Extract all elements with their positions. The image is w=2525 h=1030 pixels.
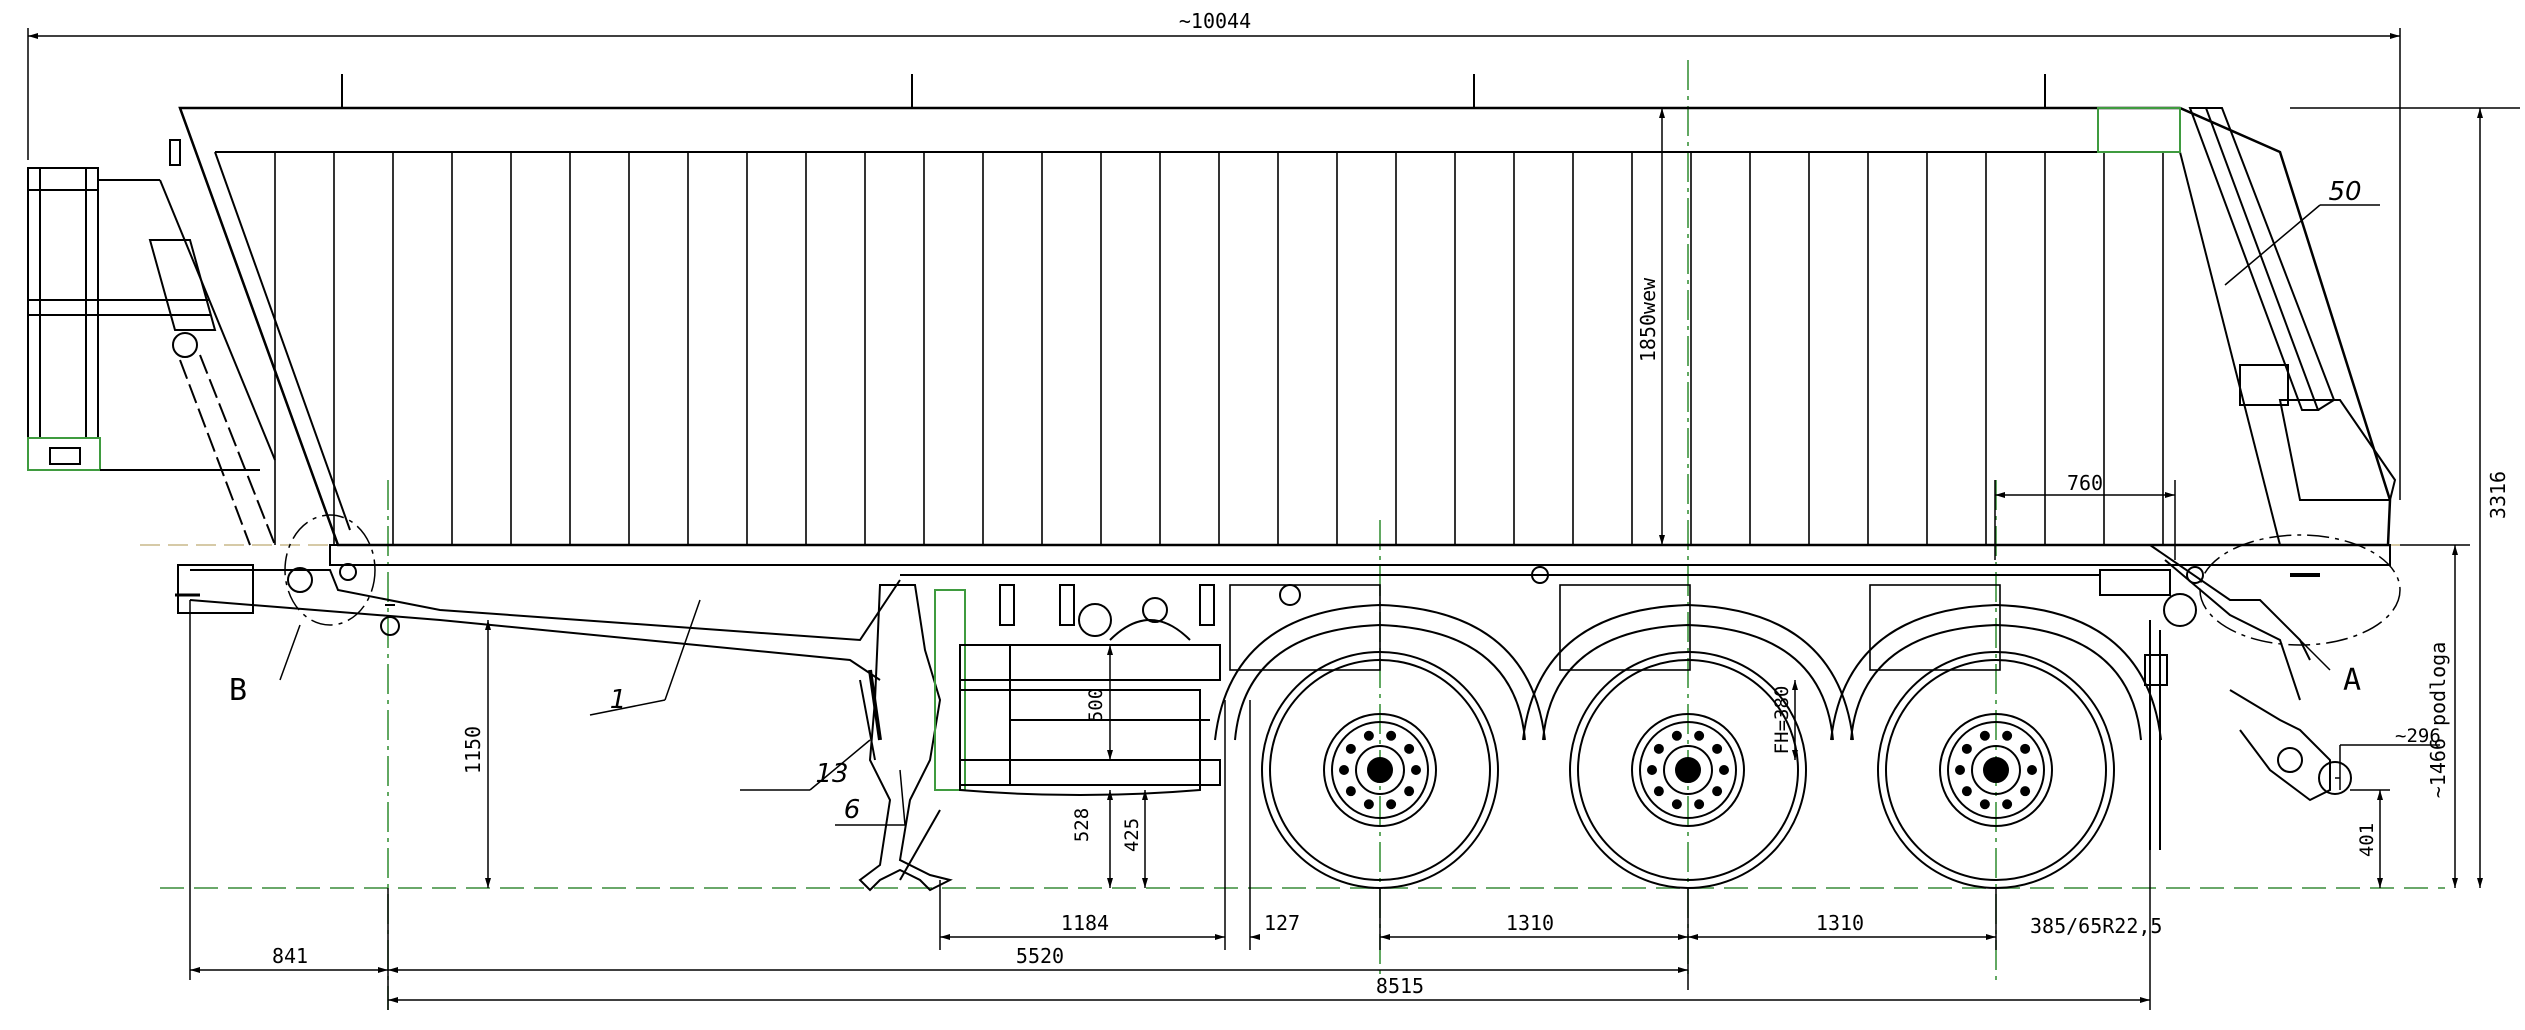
dim-fh: FH=380: [1771, 686, 1793, 755]
dim-inner-height: 1850wew: [1636, 277, 1660, 362]
callout-B: B: [229, 673, 247, 708]
dim-127: 127: [1264, 911, 1300, 935]
callout-A: A: [2343, 663, 2361, 698]
front-platform: [27, 139, 276, 546]
callout-leaders: [279, 204, 2380, 826]
callout-50: 50: [2328, 177, 2361, 207]
dim-axle-1: 1310: [1506, 911, 1554, 935]
dim-841: 841: [272, 944, 308, 968]
dim-1184: 1184: [1061, 911, 1109, 935]
tipper-body: [178, 74, 2397, 566]
wheel-set: [1214, 603, 2162, 889]
dim-axle-2: 1310: [1816, 911, 1864, 935]
dim-500: 500: [1085, 688, 1107, 722]
dimension-lines: [27, 28, 2520, 1010]
dim-401: 401: [2356, 823, 2378, 857]
callout-13: 13: [815, 759, 848, 789]
dim-5520: 5520: [1016, 944, 1064, 968]
chassis-frame: [175, 563, 2360, 681]
callout-1: 1: [610, 685, 627, 715]
dim-425: 425: [1121, 818, 1143, 852]
landing-gear: [858, 584, 1221, 892]
wheel: [1830, 603, 2162, 889]
callout-6: 6: [844, 795, 861, 825]
dim-height: 3316: [2486, 471, 2510, 519]
dim-760: 760: [2067, 471, 2103, 495]
dim-floor-height: ~1466 podloga: [2426, 642, 2450, 799]
dim-8515: 8515: [1376, 974, 1424, 998]
tyre-size: 385/65R22,5: [2030, 914, 2162, 938]
body-ribs: [274, 152, 2164, 545]
wheel: [1522, 603, 1854, 889]
dim-1150: 1150: [461, 726, 485, 774]
dim-528: 528: [1071, 808, 1093, 842]
rear-bumper: [2144, 544, 2352, 850]
detail-markers: [284, 514, 2401, 646]
dim-overall-length: ~10044: [1179, 9, 1251, 33]
dim-296: ~296: [2395, 725, 2441, 747]
